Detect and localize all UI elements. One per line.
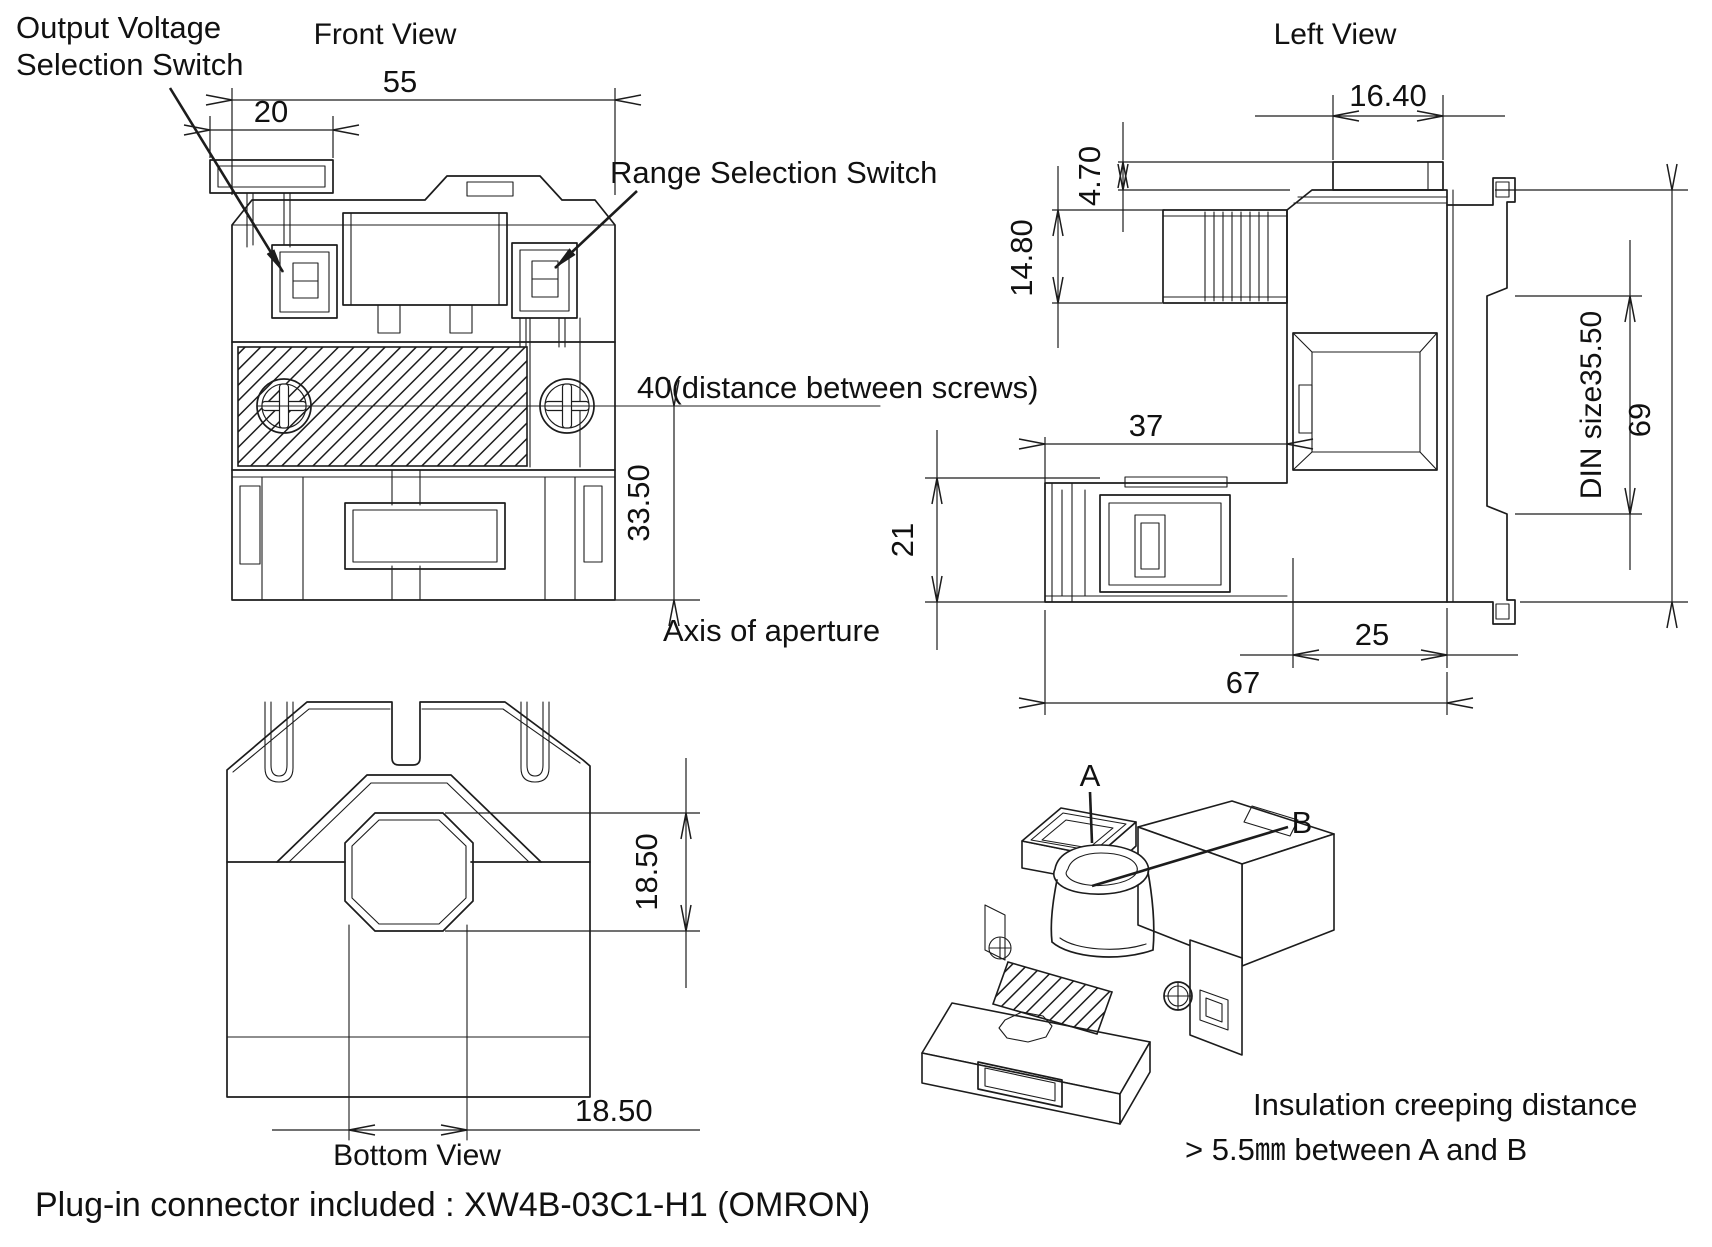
dim-4-70: 4.70 [1072,146,1107,206]
point-a-label: A [1080,758,1101,793]
isometric-screw [988,936,1012,960]
dim-16-40: 16.40 [1349,78,1427,113]
insulation-note-line1: Insulation creeping distance [1253,1087,1637,1122]
dim-55: 55 [383,64,417,99]
range-selection-switch [511,242,578,348]
isometric-hatched-area [991,961,1114,1035]
left-view: Left View [885,18,1688,715]
footer-note: Plug-in connector included : XW4B-03C1-H… [35,1186,870,1224]
dim-25: 25 [1355,617,1389,652]
dim-37: 37 [1129,408,1163,443]
isometric-view: A B Insulation creeping distance > 5.5㎜ … [921,758,1637,1167]
output-voltage-label-line2: Selection Switch [16,47,243,82]
axis-of-aperture-label: Axis of aperture [663,613,880,648]
left-view-dimensions: 16.40 4.70 14.80 37 21 DIN size35.50 [885,78,1688,715]
aperture-octagon [344,812,474,932]
dim-21: 21 [885,523,920,557]
dim-67: 67 [1226,665,1260,700]
dim-14-80: 14.80 [1004,219,1039,297]
bottom-view-title: Bottom View [333,1139,501,1172]
point-b-label: B [1292,805,1313,840]
front-view-body [209,159,881,601]
bottom-view-body [226,701,591,1141]
front-view-dimensions: 55 20 40(distance between screws) 33.50 … [183,64,1038,648]
left-view-body [1044,161,1516,625]
range-selection-label: Range Selection Switch [610,155,937,190]
dim-69: 69 [1622,403,1657,437]
output-voltage-leader-arrow [168,87,285,273]
bottom-view: 18.50 18.50 Bottom View [226,701,700,1172]
output-voltage-switch [271,244,338,319]
dim-20: 20 [254,94,288,129]
dim-33-50: 33.50 [621,464,656,542]
bottom-view-dimensions: 18.50 18.50 [272,758,700,1136]
front-view: Front View Output Voltage Selection Swit… [16,10,1038,648]
insulation-note-line2: > 5.5㎜ between A and B [1185,1132,1527,1167]
left-view-title: Left View [1274,18,1397,51]
screw-distance-label: 40(distance between screws) [637,370,1038,405]
isometric-front-screw [1163,981,1193,1011]
dim-din-size: DIN size35.50 [1575,311,1608,499]
front-view-title: Front View [314,18,457,51]
dim-18-50-vertical: 18.50 [629,833,664,911]
dim-18-50-horizontal: 18.50 [575,1093,653,1128]
output-voltage-label-line1: Output Voltage [16,10,221,45]
point-b-leader [1091,825,1289,888]
point-a-leader [1088,791,1094,844]
isometric-device [921,800,1335,1125]
